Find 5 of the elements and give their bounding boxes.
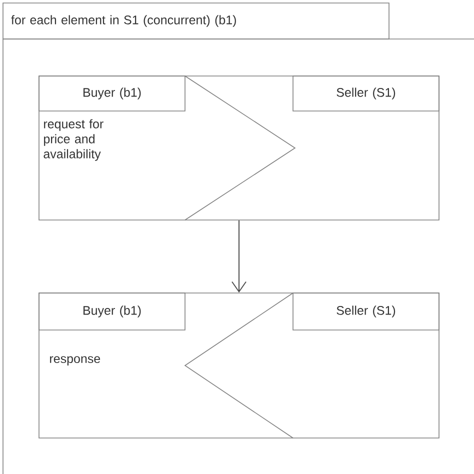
lifeline-header: Buyer (b1)	[38, 292, 186, 330]
arrow	[232, 220, 246, 293]
lifeline-header: Buyer (b1)	[38, 76, 186, 112]
lifeline-header: Seller (S1)	[292, 292, 440, 330]
lifeline-header: Seller (S1)	[292, 76, 440, 112]
